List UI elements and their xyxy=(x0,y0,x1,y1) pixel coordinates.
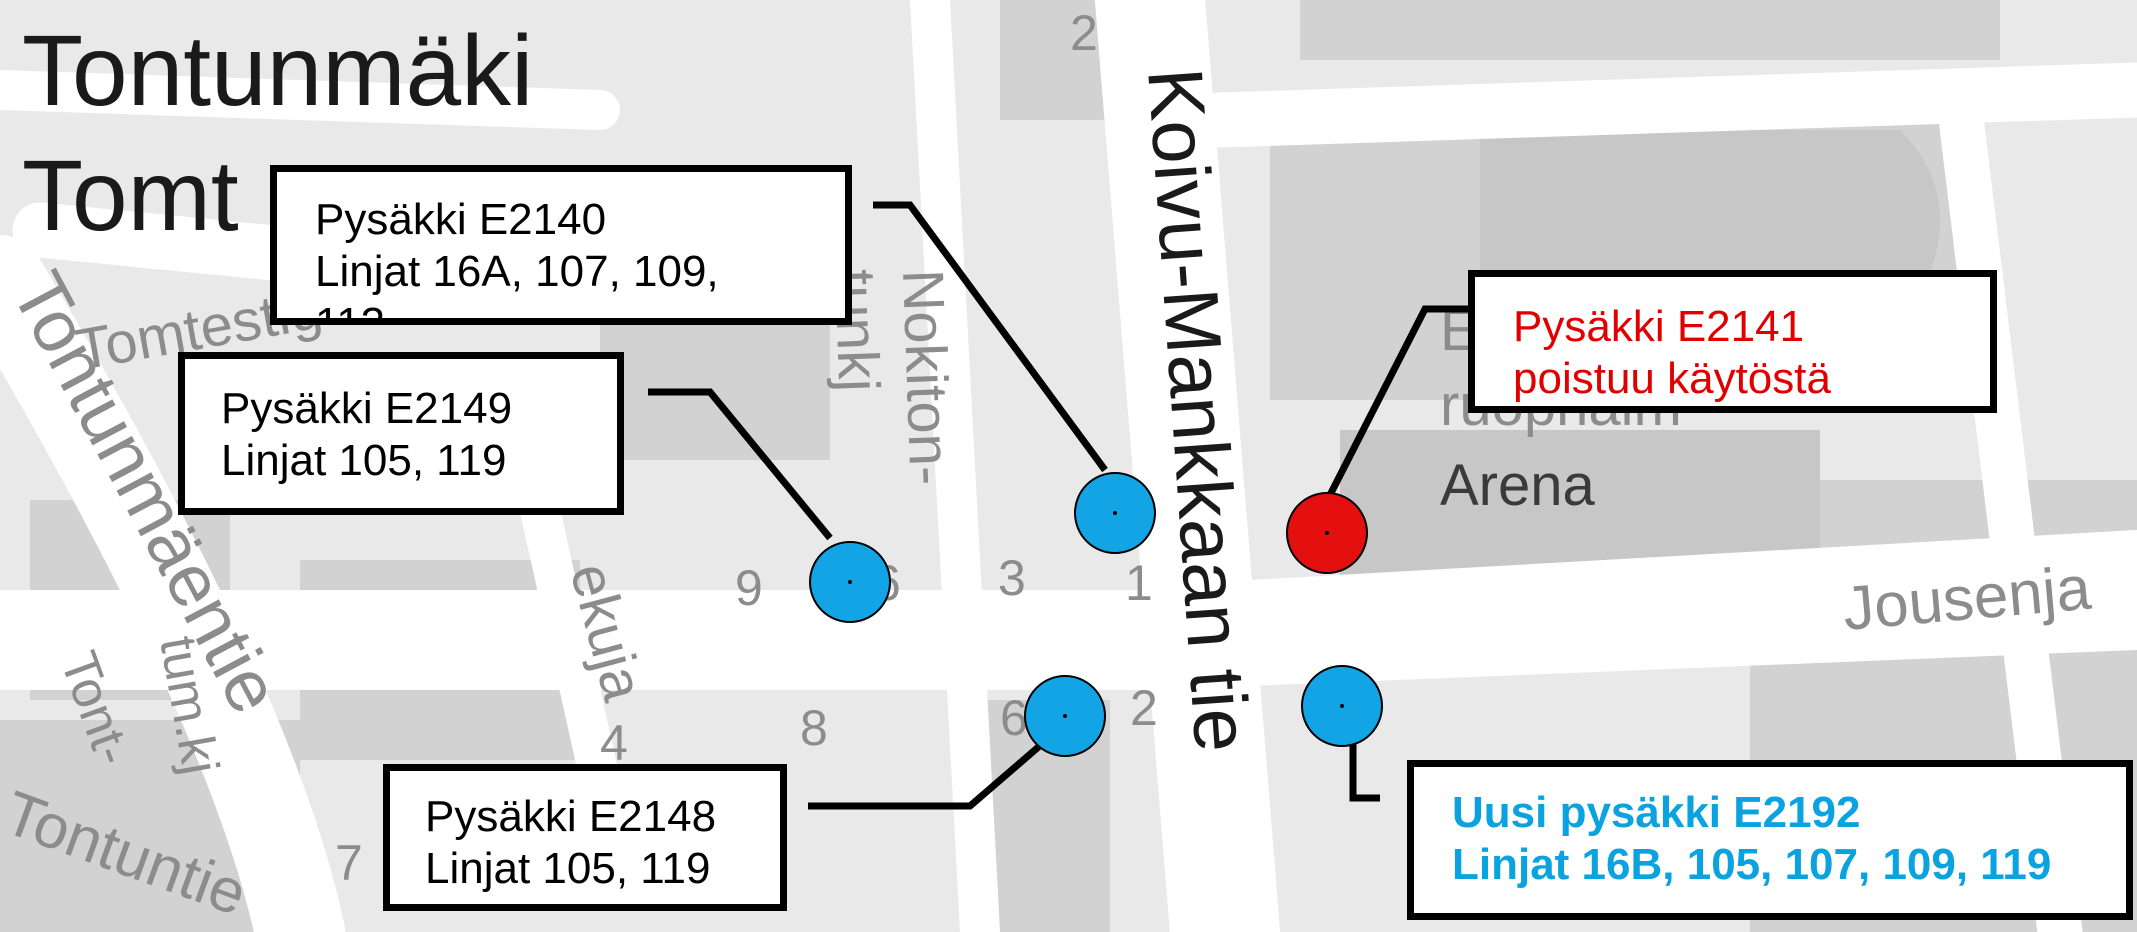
callout-e2149: Pysäkki E2149 Linjat 105, 119 xyxy=(178,352,624,515)
stop-removed-note: poistuu käytöstä xyxy=(1513,354,1831,403)
stop-title: Pysäkki E2149 xyxy=(221,384,513,433)
stop-lines: Linjat 16B, 105, 107, 109, 119 xyxy=(1452,840,2052,889)
stop-title: Uusi pysäkki E2192 xyxy=(1452,788,1861,837)
house-number: 3 xyxy=(998,550,1026,606)
house-number: 2 xyxy=(1130,680,1158,736)
place-label-arena-3: Arena xyxy=(1440,453,1596,518)
leader-line-e2140 xyxy=(873,201,1108,473)
house-number: 8 xyxy=(800,700,828,756)
leader-lines xyxy=(648,201,1470,810)
stop-title: Pysäkki E2140 xyxy=(315,195,607,244)
leader-line-e2141 xyxy=(1326,305,1470,497)
house-number: 4 xyxy=(600,715,628,771)
stop-lines: Linjat 105, 119 xyxy=(425,844,711,893)
stop-marker-centers xyxy=(848,511,1344,718)
district-label-1: Tontunmäki xyxy=(22,15,533,127)
callout-e2141: Pysäkki E2141 poistuu käytöstä xyxy=(1468,270,1997,413)
street-label-nokiton-1: Nokiton- xyxy=(890,268,962,486)
leader-line-e2149 xyxy=(648,388,833,541)
stop-title: Pysäkki E2141 xyxy=(1513,302,1805,351)
stop-lines: Linjat 105, 119 xyxy=(221,436,507,485)
leader-line-e2192 xyxy=(1349,738,1380,802)
house-number: 7 xyxy=(335,835,363,891)
stop-lines-cut: 113 xyxy=(315,299,386,325)
stop-title: Pysäkki E2148 xyxy=(425,792,717,841)
stop-lines: Linjat 16A, 107, 109, xyxy=(315,247,719,296)
leader-line-e2148 xyxy=(808,734,1053,810)
house-number: 6 xyxy=(1000,690,1028,746)
callout-e2192: Uusi pysäkki E2192 Linjat 16B, 105, 107,… xyxy=(1407,760,2133,920)
house-number: 1 xyxy=(1125,555,1153,611)
house-number: 2 xyxy=(1070,5,1098,61)
house-number: 9 xyxy=(735,560,763,616)
callout-e2148: Pysäkki E2148 Linjat 105, 119 xyxy=(383,764,787,911)
district-label-2: Tomt xyxy=(22,140,239,252)
callout-e2140: Pysäkki E2140 Linjat 16A, 107, 109, 113 xyxy=(270,165,852,325)
